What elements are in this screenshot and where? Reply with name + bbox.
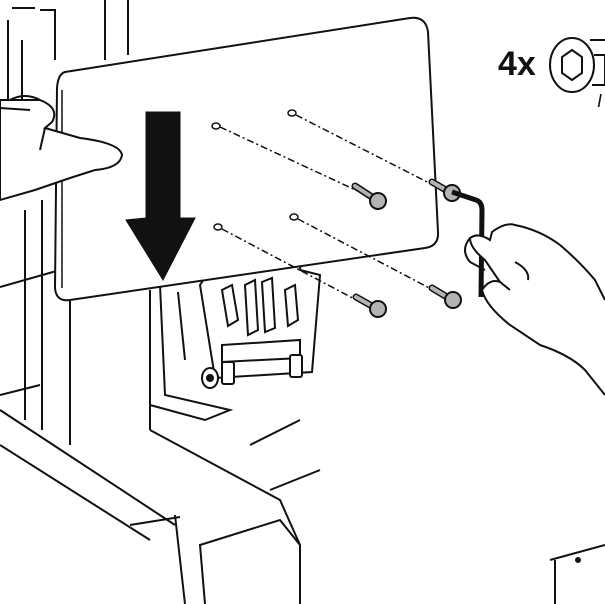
quantity-label: 4x [498,45,536,83]
slide-down-arrow-icon [125,111,196,282]
hex-bolts [351,178,462,318]
hex-key-icon [451,189,485,298]
hex-socket-bolt-head-icon [549,37,605,93]
alignment-lines [219,114,438,304]
screw-hole [289,213,299,221]
hex-bolt [351,182,387,210]
stand-base [0,409,605,604]
screw-holes [211,109,299,231]
hex-bolt [428,178,461,202]
screw-hole [211,122,221,130]
hex-bolt [352,293,387,318]
left-hand [0,95,124,202]
hex-bolt [428,284,462,309]
partial-label: I [597,91,603,111]
column-mount [149,284,234,422]
screw-hole [213,223,223,231]
right-hand [464,223,605,396]
screw-hole [287,109,297,117]
stand-column [0,0,151,445]
